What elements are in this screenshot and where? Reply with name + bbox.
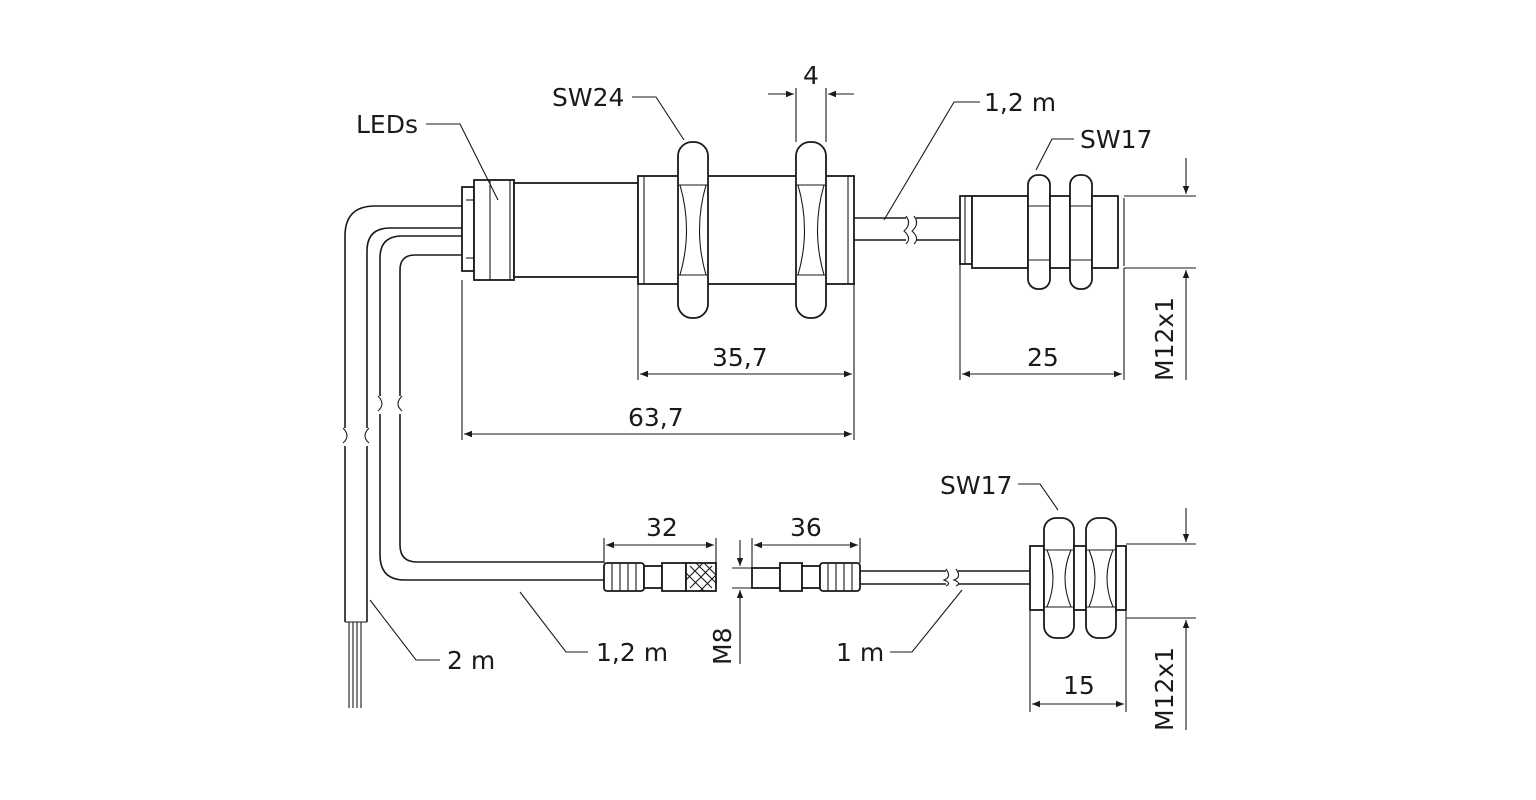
cable-top-length-label: 1,2 m <box>984 88 1056 117</box>
labels: LEDs SW24 4 1,2 m SW17 35,7 63,7 25 32 3… <box>356 61 1179 731</box>
dim-4-label: 4 <box>803 61 819 90</box>
dim-35-7-label: 35,7 <box>712 343 768 372</box>
nut-sw24-left <box>677 141 709 319</box>
leds-label: LEDs <box>356 110 418 139</box>
sw24-label: SW24 <box>552 83 624 112</box>
m12-connector-bottom <box>1029 517 1127 639</box>
dim-25-label: 25 <box>1027 343 1059 372</box>
main-sensor <box>461 141 960 319</box>
m8-connector-female <box>603 562 717 592</box>
m8-connector-male <box>751 562 1030 592</box>
cable-2m-label: 2 m <box>447 646 495 675</box>
nut-sw24-right <box>795 141 827 319</box>
sw17-bottom-label: SW17 <box>940 471 1012 500</box>
cable-1m-label: 1 m <box>836 638 884 667</box>
dimension-lines <box>461 88 1196 730</box>
m12-connector-top <box>959 174 1125 290</box>
sw17-top-label: SW17 <box>1080 125 1152 154</box>
dim-63-7-label: 63,7 <box>628 403 684 432</box>
dim-36-label: 36 <box>790 513 822 542</box>
leader-lines <box>369 96 1074 661</box>
cable-bottom-length-label: 1,2 m <box>596 638 668 667</box>
dim-15-label: 15 <box>1063 671 1095 700</box>
cables <box>342 205 604 708</box>
thread-bottom-label: M12x1 <box>1150 647 1179 731</box>
thread-top-label: M12x1 <box>1150 297 1179 381</box>
dim-32-label: 32 <box>646 513 678 542</box>
thread-m8-label: M8 <box>708 628 737 665</box>
